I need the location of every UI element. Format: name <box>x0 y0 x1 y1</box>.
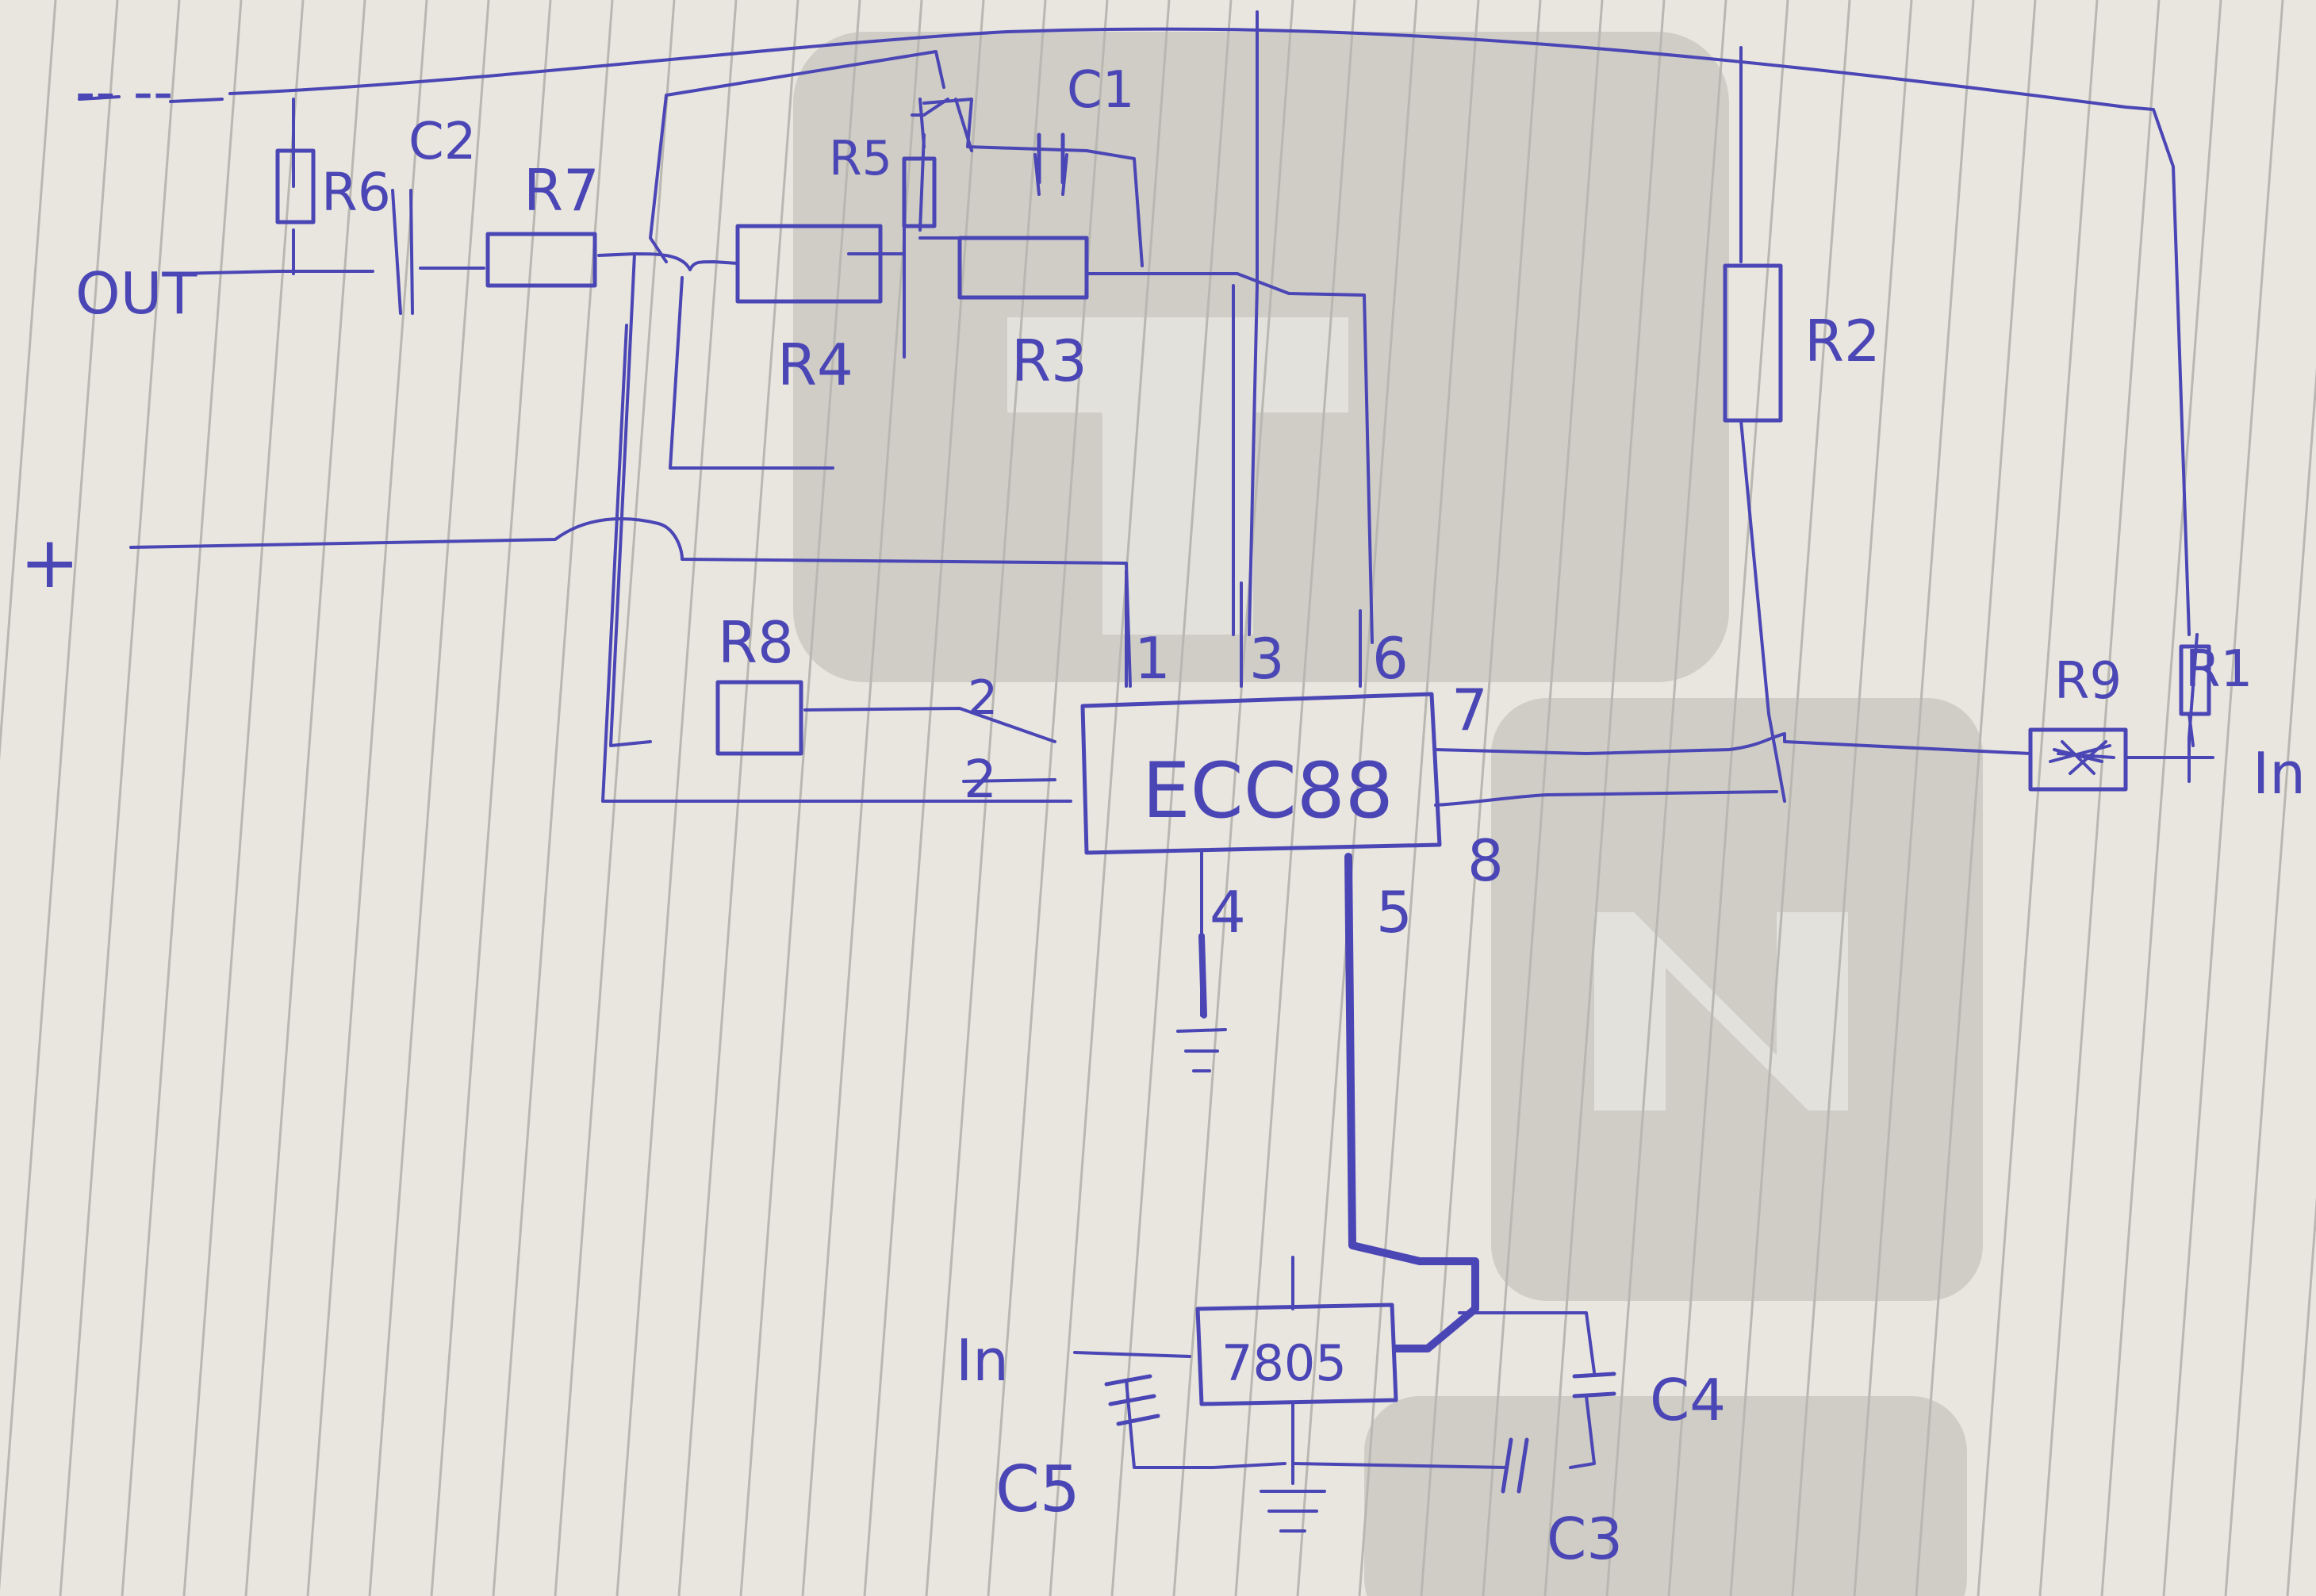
capacitor-c3-plates <box>1501 1437 1529 1494</box>
resistor-r2 <box>1723 263 1783 423</box>
label-c3: C3 <box>1547 1506 1623 1572</box>
pin-label-8: 8 <box>1467 827 1504 894</box>
ruled-line <box>1420 0 1542 1596</box>
regulator-7805-body <box>1195 1303 1398 1406</box>
label-c4: C4 <box>1650 1367 1726 1433</box>
label-out: OUT <box>75 260 197 327</box>
ruled-line <box>615 0 738 1596</box>
label-r5: R5 <box>829 131 892 186</box>
ruled-line <box>244 0 366 1596</box>
ruled-line <box>1605 0 1727 1596</box>
capacitor-c4-plates <box>1572 1372 1616 1398</box>
pin-label-1: 1 <box>1134 625 1171 692</box>
resistor-r5 <box>902 156 937 228</box>
ruled-line <box>492 0 614 1596</box>
ruled-line <box>306 0 428 1596</box>
label-c5: C5 <box>995 1452 1080 1526</box>
ruled-line <box>1791 0 1913 1596</box>
ruled-line <box>1110 0 1233 1596</box>
label-r2: R2 <box>1804 308 1881 374</box>
ruled-line <box>1296 0 1418 1596</box>
watermark-letters <box>1007 317 1848 1111</box>
ruled-line <box>368 0 490 1596</box>
resistor-r7 <box>485 232 597 288</box>
label-in-bottom: In <box>956 1327 1009 1394</box>
ruled-line <box>677 0 799 1596</box>
resistor-r6 <box>275 148 316 224</box>
resistor-r4 <box>735 224 883 304</box>
resistor-r1 <box>2179 644 2211 716</box>
ruled-line <box>59 0 181 1596</box>
ruled-line <box>2286 1196 2316 1596</box>
label-tube: ECC88 <box>1142 746 1394 835</box>
ruled-line <box>2162 0 2284 1596</box>
capacitor-c1-plates <box>1037 132 1065 185</box>
ruled-line <box>863 0 985 1596</box>
label-c1: C1 <box>1067 61 1134 120</box>
ruled-line <box>2038 0 2161 1596</box>
ruled-line <box>925 0 1047 1596</box>
ruled-line <box>1853 0 1975 1596</box>
r9-scribble <box>2049 740 2115 775</box>
label-in-right: In <box>2253 740 2306 807</box>
ruled-line <box>1543 0 1666 1596</box>
tube-ecc88-body <box>1080 692 1442 855</box>
resistor-r9 <box>2028 727 2128 792</box>
resistor-r8 <box>715 680 803 756</box>
ruled-line <box>1049 0 1171 1596</box>
ruled-line <box>1729 0 1851 1596</box>
label-r3: R3 <box>1011 328 1087 394</box>
resistor-r3 <box>957 236 1089 300</box>
ruled-line <box>0 0 57 762</box>
ruled-line <box>2100 0 2222 1596</box>
pin-label-2a: 2 <box>968 670 998 726</box>
ruled-line <box>1172 0 1294 1596</box>
label-r8: R8 <box>718 609 794 676</box>
ruled-line <box>1358 0 1480 1596</box>
ruled-line <box>121 0 243 1596</box>
ruled-line <box>801 0 923 1596</box>
ruled-line <box>182 0 305 1596</box>
ruled-line <box>1482 0 1604 1596</box>
label-r4: R4 <box>777 332 853 398</box>
label-plus: + <box>20 521 79 604</box>
pin-label-4: 4 <box>1210 879 1246 946</box>
pin-label-7: 7 <box>1451 677 1488 743</box>
label-r1: R1 <box>2185 640 2253 699</box>
wires <box>78 10 2214 1533</box>
ruled-line <box>430 0 552 1596</box>
pin-label-3: 3 <box>1249 627 1285 692</box>
ruled-line <box>1234 0 1356 1596</box>
capacitor-c5-plates <box>1104 1374 1160 1426</box>
ruled-line <box>1977 0 2099 1596</box>
pin-label-2b: 2 <box>964 749 997 810</box>
ruled-line <box>1915 0 2037 1596</box>
ruled-line <box>739 0 861 1596</box>
ruled-line <box>554 0 676 1596</box>
label-minus: -- -- <box>75 59 173 125</box>
pin-label-5: 5 <box>1376 879 1413 946</box>
label-r9: R9 <box>2054 652 2122 711</box>
label-regulator: 7805 <box>1221 1334 1347 1392</box>
ruled-line <box>2224 366 2316 1596</box>
label-r7: R7 <box>523 157 600 224</box>
pin-label-6: 6 <box>1372 625 1409 692</box>
label-c2: C2 <box>408 113 476 171</box>
label-r6: R6 <box>321 162 391 223</box>
ruled-line <box>0 0 119 1591</box>
